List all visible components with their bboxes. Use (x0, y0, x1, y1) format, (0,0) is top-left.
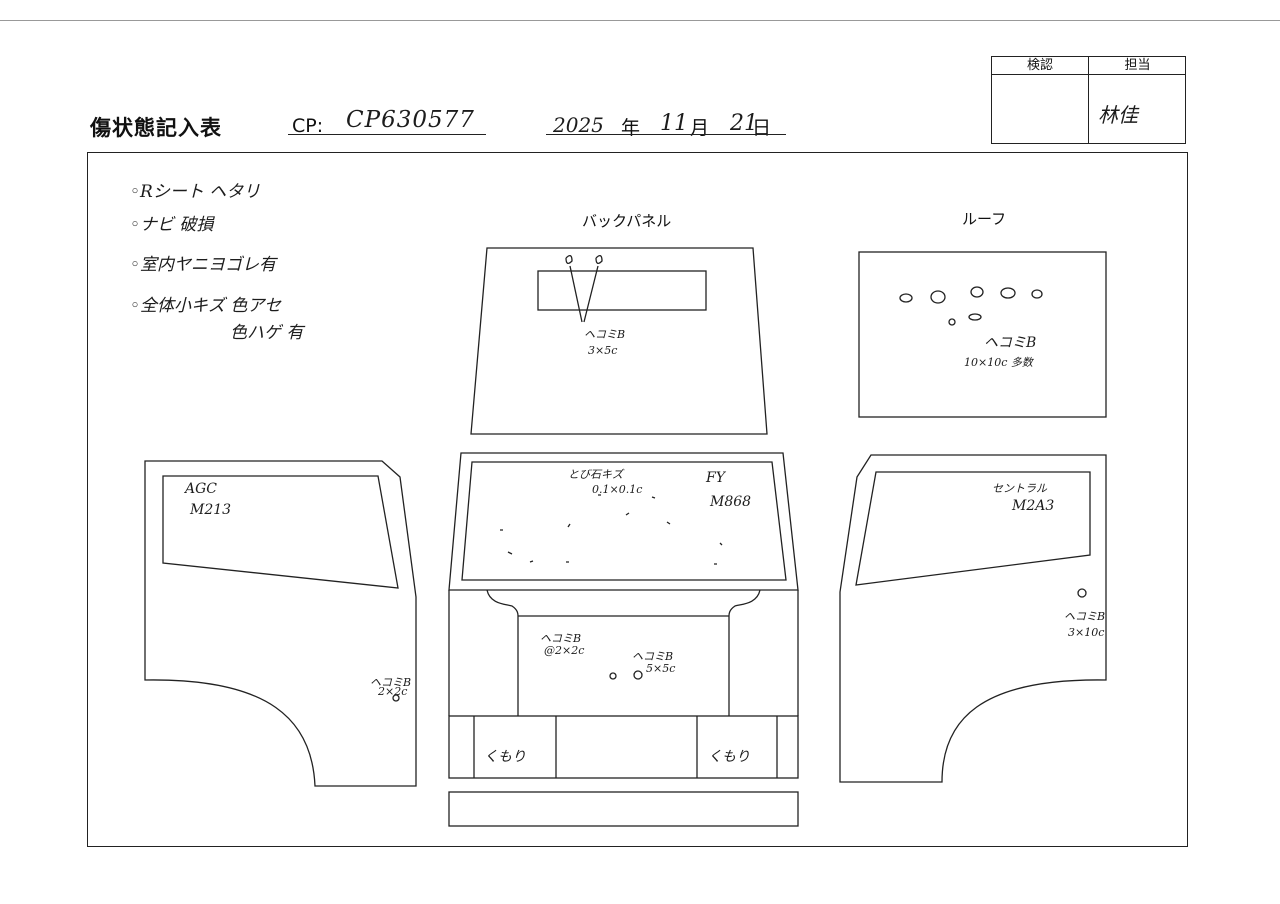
note-5: 色ハゲ 有 (230, 323, 304, 343)
front-bumper (448, 791, 799, 827)
date-day: 21 (730, 111, 758, 136)
page-title: 傷状態記入表 (90, 116, 222, 140)
note-2: ◦ナビ 破損 (130, 215, 214, 235)
windshield-code: M868 (710, 494, 752, 510)
hood-dent-2 (633, 670, 643, 680)
back-dent-marker-2 (583, 254, 603, 323)
right-glass-code: M2A3 (1012, 498, 1055, 514)
left-door-window (162, 475, 399, 589)
date-day-kanji: 日 (752, 117, 772, 139)
right-glass-maker: セントラル (992, 482, 1047, 495)
hood-left-dent-size: @2×2c (544, 644, 585, 657)
windshield-maker: FY (706, 470, 725, 486)
stamp-divider (1088, 74, 1089, 144)
diagram-frame (87, 152, 1188, 847)
left-door-dent-type: ヘコミB (370, 676, 412, 689)
approval-stamp-box: 検認 担当 林佳 (991, 56, 1186, 144)
roof-dent-5 (1031, 289, 1043, 299)
cp-underline (288, 134, 486, 135)
roof-dent-4 (1000, 287, 1016, 299)
back-panel-dent-type: ヘコミB (584, 328, 626, 341)
cp-number: CP630577 (346, 107, 475, 133)
left-door-dent (392, 694, 400, 702)
top-border-line (0, 20, 1280, 21)
windshield-chip-marks (500, 494, 723, 565)
right-door-dent-type: ヘコミB (1064, 610, 1106, 623)
hood-dent-1 (609, 672, 617, 680)
right-door-dent-size: 3×10c (1068, 626, 1105, 639)
left-headlamp-condition: くもり (484, 749, 526, 765)
person-signature: 林佳 (1098, 103, 1138, 127)
hood-left-dent-type: ヘコミB (540, 632, 582, 645)
roof-dent-type: ヘコミB (984, 335, 1037, 351)
check-header: 検認 (992, 57, 1089, 75)
date-month-kanji: 月 (690, 117, 710, 139)
windshield-outer (448, 452, 799, 591)
left-door-dent-size: 2×2c (378, 685, 408, 698)
windshield-chip-size: 0.1×0.1c (592, 483, 643, 496)
back-panel-label: バックパネル (582, 212, 672, 230)
roof-dent-1 (899, 293, 913, 303)
note-4: ◦全体小キズ 色アセ (130, 296, 282, 316)
right-door-window (855, 471, 1091, 586)
roof-dent-3 (970, 286, 984, 298)
person-header: 担当 (1089, 57, 1186, 75)
date-month: 11 (660, 111, 688, 136)
left-door-outline (144, 460, 417, 787)
date-underline (546, 134, 786, 135)
left-glass-maker: AGC (185, 481, 218, 497)
windshield-chip-label: とび石キズ (568, 468, 623, 481)
right-door-dent (1077, 588, 1087, 598)
note-1: ◦Rシート ヘタリ (130, 182, 261, 202)
hood-right-fender (728, 589, 761, 716)
back-dent-marker-1 (565, 254, 583, 323)
date-year-kanji: 年 (621, 117, 641, 139)
roof-dent-size: 10×10c 多数 (964, 356, 1033, 369)
hood-right-dent-type: ヘコミB (632, 650, 674, 663)
front-grille (448, 715, 799, 779)
date-year: 2025 (553, 113, 604, 137)
windshield-glass (461, 461, 787, 581)
cp-label: CP: (292, 115, 324, 137)
roof-outline (858, 251, 1107, 418)
roof-dent-2 (930, 290, 946, 304)
note-3: ◦室内ヤニヨゴレ有 (130, 255, 277, 275)
roof-label: ルーフ (962, 210, 1007, 228)
hood-left-fender (486, 589, 519, 716)
roof-dent-7 (968, 313, 982, 321)
back-panel-dent-size: 3×5c (588, 344, 618, 357)
hood-right-dent-size: 5×5c (646, 662, 676, 675)
right-headlamp-condition: くもり (708, 749, 750, 765)
back-panel-outline (470, 247, 768, 435)
left-glass-code: M213 (190, 502, 232, 518)
hood-outline (448, 590, 799, 716)
right-door-outline (839, 454, 1107, 783)
roof-dent-6 (948, 318, 956, 326)
back-window (537, 270, 707, 311)
